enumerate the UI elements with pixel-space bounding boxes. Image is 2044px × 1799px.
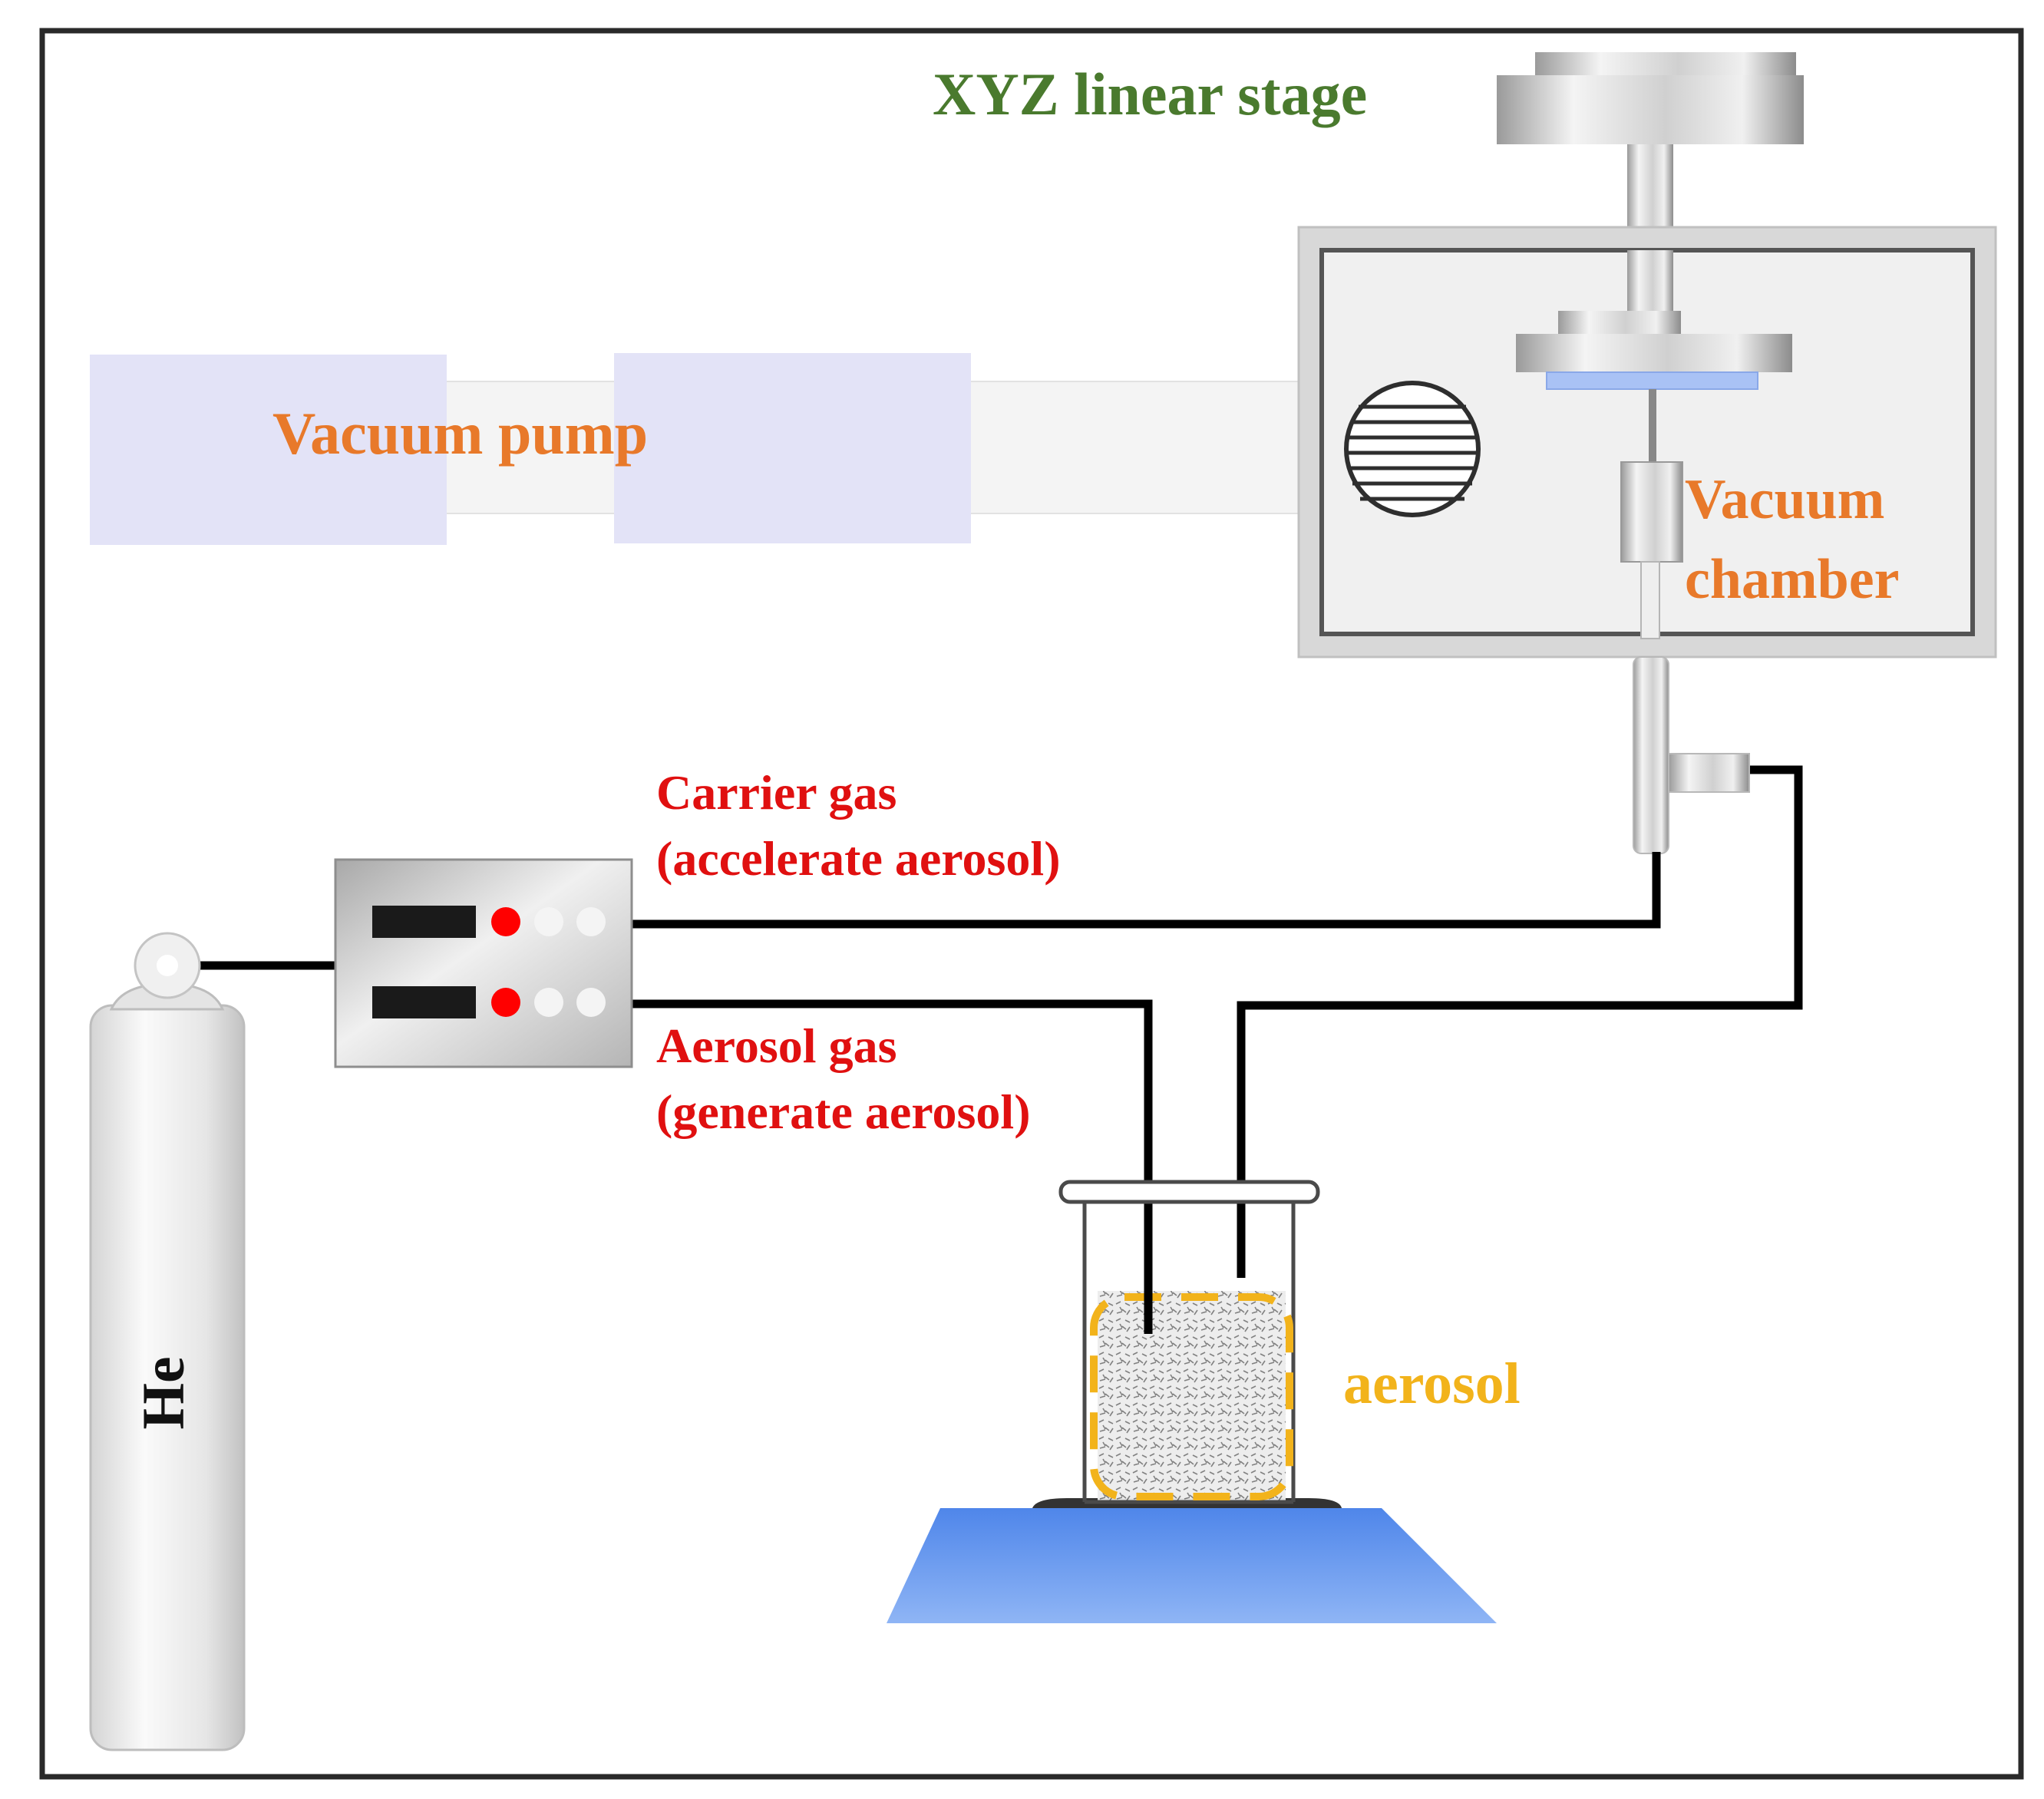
nozzle — [1620, 461, 1683, 563]
label-carrier-gas: Carrier gas (accelerate aerosol) — [656, 760, 1061, 893]
label-xyz-stage: XYZ linear stage — [933, 61, 1368, 127]
indicator-red-top — [491, 907, 520, 936]
chamber-feed-tube — [1633, 656, 1750, 854]
label-helium: He — [130, 1356, 197, 1430]
controller-display-bottom — [372, 986, 476, 1018]
label-aerosol-gas-line2: (generate aerosol) — [656, 1084, 1031, 1140]
label-vacuum-chamber-line1: Vacuum — [1685, 468, 1885, 531]
aerosol-gas-line — [631, 999, 1153, 1334]
label-vacuum-pump: Vacuum pump — [272, 400, 649, 467]
carrier-gas-line — [631, 852, 1661, 929]
substrate — [1546, 371, 1758, 390]
indicator-red-bottom — [491, 988, 520, 1017]
indicator-white-bottom-2 — [576, 988, 606, 1017]
controller-display-top — [372, 906, 476, 938]
vacuum-pump-block-right — [614, 353, 971, 543]
indicator-white-top-2 — [576, 907, 606, 936]
beaker — [1058, 1180, 1320, 1504]
indicator-white-bottom-1 — [534, 988, 563, 1017]
aerosol-powder — [1098, 1291, 1286, 1502]
flow-controller — [334, 858, 633, 1068]
label-aerosol-gas-line1: Aerosol gas — [656, 1018, 897, 1073]
label-aerosol-gas: Aerosol gas (generate aerosol) — [656, 1013, 1031, 1146]
label-aerosol: aerosol — [1343, 1352, 1521, 1416]
label-carrier-gas-line2: (accelerate aerosol) — [656, 831, 1061, 886]
label-carrier-gas-line1: Carrier gas — [656, 765, 897, 820]
gas-lines — [175, 765, 1803, 1334]
aerosol-return-line — [1237, 765, 1803, 1278]
label-vacuum-chamber-line2: chamber — [1685, 547, 1900, 611]
viewport-window — [1344, 381, 1481, 517]
helium-cylinder — [89, 932, 246, 1751]
aerosol-boundary — [1090, 1293, 1293, 1500]
vacuum-chamber — [1297, 226, 1997, 659]
vacuum-pump-block-left — [90, 355, 447, 545]
indicator-white-top-1 — [534, 907, 563, 936]
label-vacuum-chamber: Vacuum chamber — [1685, 460, 1900, 619]
